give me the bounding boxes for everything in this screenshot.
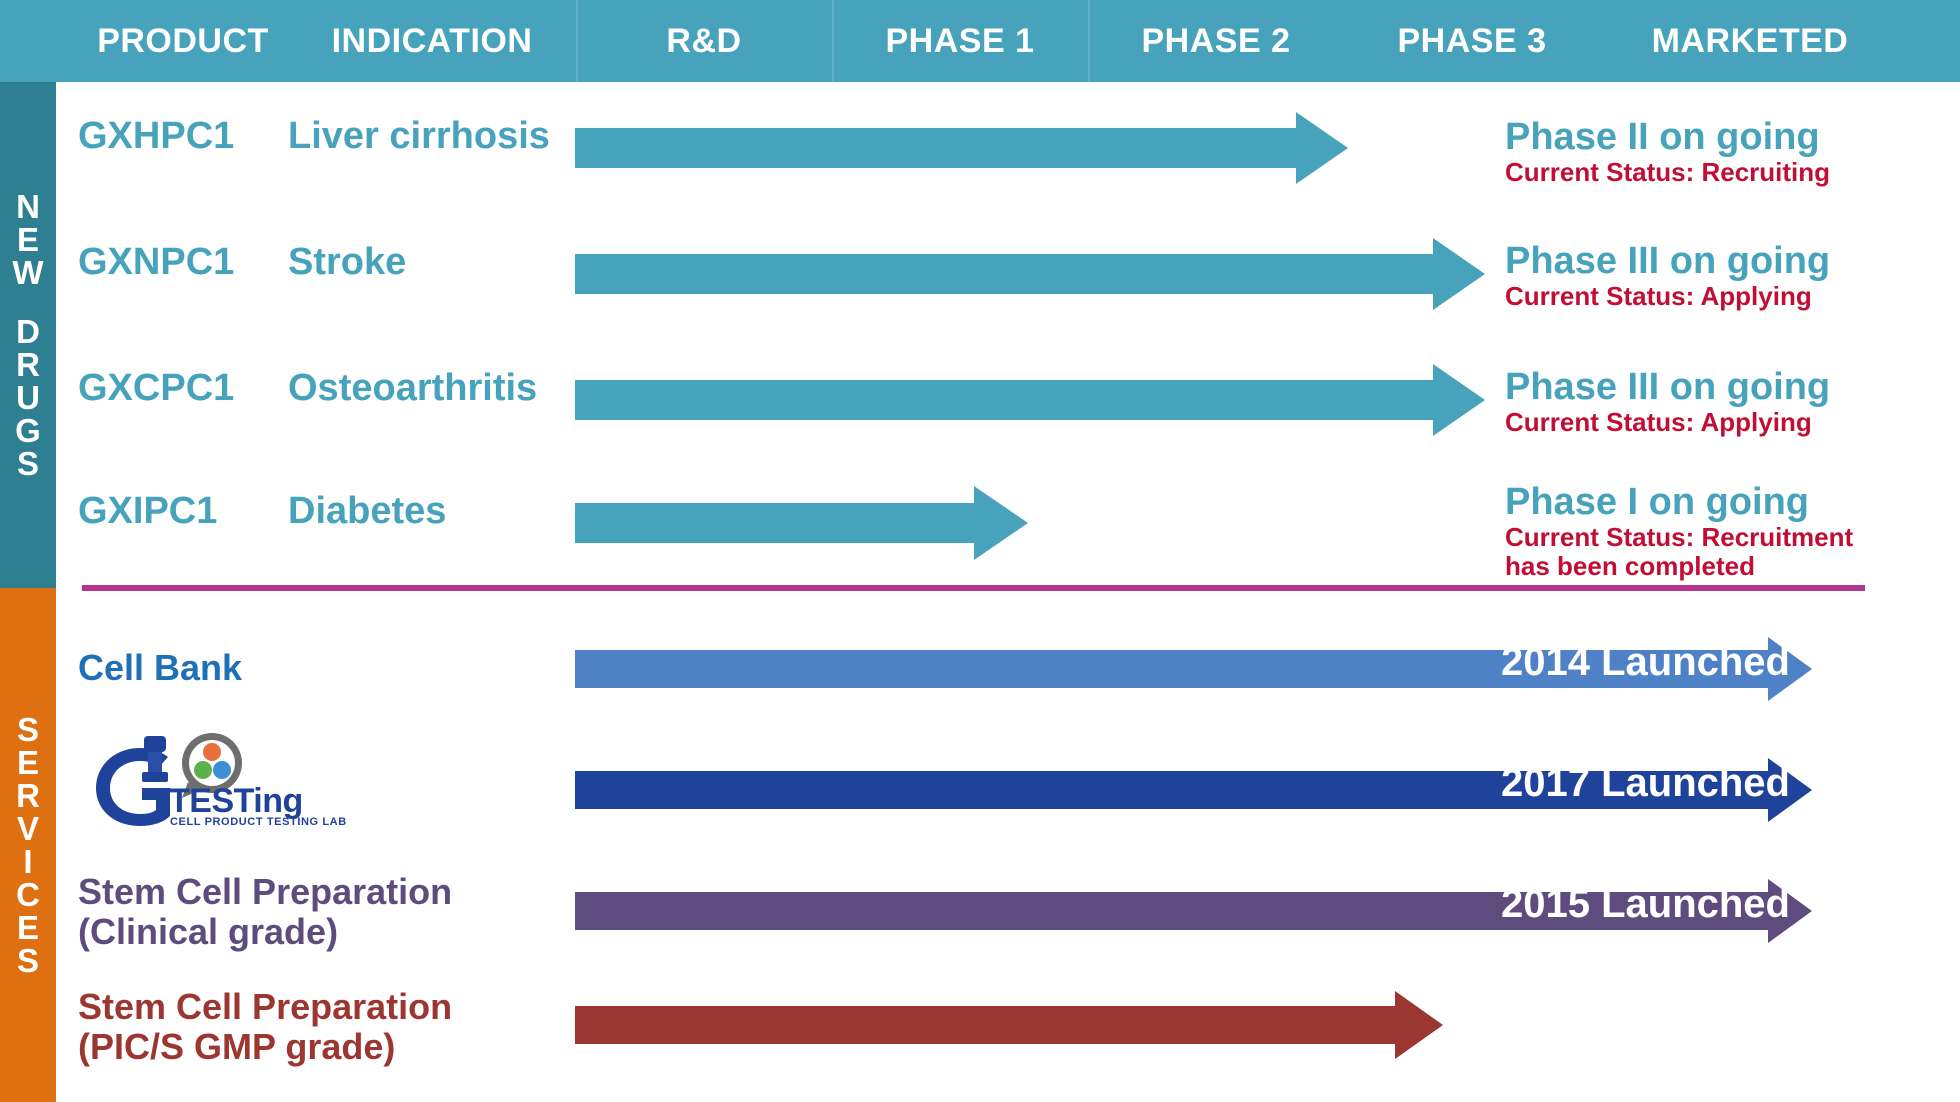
arrow-shaft [575, 254, 1433, 294]
pipeline-header: PRODUCT INDICATION R&D PHASE 1 PHASE 2 PHASE … [0, 0, 1960, 82]
sidebar-letter: N [16, 188, 40, 225]
service-arrow-2 [575, 879, 1812, 943]
arrow-shaft [575, 650, 1768, 688]
service-arrow-3 [575, 991, 1443, 1059]
section-divider [82, 585, 1865, 591]
gtesting-tagline: CELL PRODUCT TESTING LAB [170, 816, 347, 828]
arrow-shaft [575, 771, 1768, 809]
drug-product-gxhpc1[interactable]: GXHPC1 [78, 115, 235, 157]
gtesting-logo: TESTing CELL PRODUCT TESTING LAB [82, 730, 346, 828]
status-current: Current Status: Applying [1505, 406, 1812, 437]
progress-arrow-gxipc1 [575, 486, 1028, 560]
service-label-line1: Stem Cell Preparation [78, 986, 453, 1027]
header-column-phase-2[interactable]: PHASE 2 [1141, 21, 1291, 60]
sidebar-letter: V [16, 810, 39, 847]
progress-arrow-gxhpc1 [575, 112, 1348, 184]
sidebar-letter: E [16, 744, 39, 781]
drug-indication-gxipc1: Diabetes [288, 490, 447, 532]
arrow-head [974, 486, 1028, 560]
gtesting-word-test: TEST [169, 782, 254, 820]
header-column-r-d[interactable]: R&D [666, 21, 742, 60]
service-label-line2: (Clinical grade) [78, 910, 339, 952]
sidebar-letter: C [16, 876, 40, 913]
service-arrow-0 [575, 637, 1812, 701]
service-label-3: Stem Cell Preparation(PIC/S GMP grade) [78, 987, 452, 1066]
sidebar-letter: S [16, 942, 39, 979]
arrow-head [1296, 112, 1348, 184]
service-label-0: Cell Bank [78, 647, 243, 688]
service-label-line1: Stem Cell Preparation [78, 871, 453, 912]
header-column-divider [832, 0, 834, 82]
progress-arrow-gxcpc1 [575, 364, 1485, 436]
header-column-phase-1[interactable]: PHASE 1 [885, 21, 1035, 60]
arrow-shaft [575, 380, 1433, 420]
arrow-head [1395, 991, 1443, 1059]
header-column-indication[interactable]: INDICATION [331, 21, 533, 60]
sidebar-letter: S [16, 711, 39, 748]
status-phase: Phase III on going [1505, 240, 1831, 282]
drug-product-gxipc1[interactable]: GXIPC1 [78, 490, 218, 532]
service-label-line2: (PIC/S GMP grade) [78, 1025, 396, 1067]
sidebar-letter: E [16, 909, 39, 946]
drug-product-gxnpc1[interactable]: GXNPC1 [78, 241, 235, 283]
drug-product-gxcpc1[interactable]: GXCPC1 [78, 367, 235, 409]
status-phase: Phase II on going [1505, 116, 1820, 158]
arrow-head [1433, 238, 1485, 310]
arrow-head [1768, 637, 1812, 701]
header-column-divider [576, 0, 578, 82]
service-launched-label-0: 2014 Launched [1500, 640, 1790, 684]
arrow-shaft [575, 128, 1296, 168]
gtesting-microscope-icon [96, 733, 242, 826]
service-launched-label-2: 2015 Launched [1500, 882, 1790, 926]
sidebar-letter: D [16, 313, 40, 350]
sidebar-letter: E [16, 221, 39, 258]
sidebar-letter: I [23, 843, 33, 880]
status-current: Current Status: Recruitment has been com… [1505, 521, 1854, 581]
drug-indication-gxnpc1: Stroke [288, 241, 407, 283]
progress-arrow-gxnpc1 [575, 238, 1485, 310]
header-column-marketed[interactable]: MARKETED [1651, 21, 1849, 60]
drug-indication-gxcpc1: Osteoarthritis [288, 367, 538, 409]
service-arrow-1 [575, 758, 1812, 822]
sidebar-letter: S [16, 445, 39, 482]
service-launched-label-1: 2017 Launched [1500, 761, 1790, 805]
sidebar-gutter [56, 82, 63, 1102]
arrow-shaft [575, 503, 974, 543]
status-current: Current Status: Recruiting [1505, 156, 1831, 187]
drug-indication-gxhpc1: Liver cirrhosis [288, 115, 550, 157]
status-phase: Phase I on going [1505, 481, 1810, 523]
arrow-head [1768, 758, 1812, 822]
sidebar-letter: R [16, 777, 40, 814]
service-label-2: Stem Cell Preparation(Clinical grade) [78, 872, 452, 951]
arrow-head [1768, 879, 1812, 943]
arrow-head [1433, 364, 1485, 436]
gtesting-wordmark: TESTing [169, 782, 303, 821]
status-phase: Phase III on going [1505, 366, 1831, 408]
header-column-phase-3[interactable]: PHASE 3 [1397, 21, 1547, 60]
gtesting-word-ing: ing [253, 782, 303, 820]
header-column-product[interactable]: PRODUCT [97, 21, 269, 60]
sidebar-letter: U [16, 379, 40, 416]
status-current: Current Status: Applying [1505, 280, 1812, 311]
header-column-divider [1088, 0, 1090, 82]
sidebar-letter: R [16, 346, 40, 383]
sidebar-letter: W [12, 254, 44, 291]
arrow-shaft [575, 1006, 1395, 1044]
sidebar-letter: G [15, 412, 41, 449]
arrow-shaft [575, 892, 1768, 930]
